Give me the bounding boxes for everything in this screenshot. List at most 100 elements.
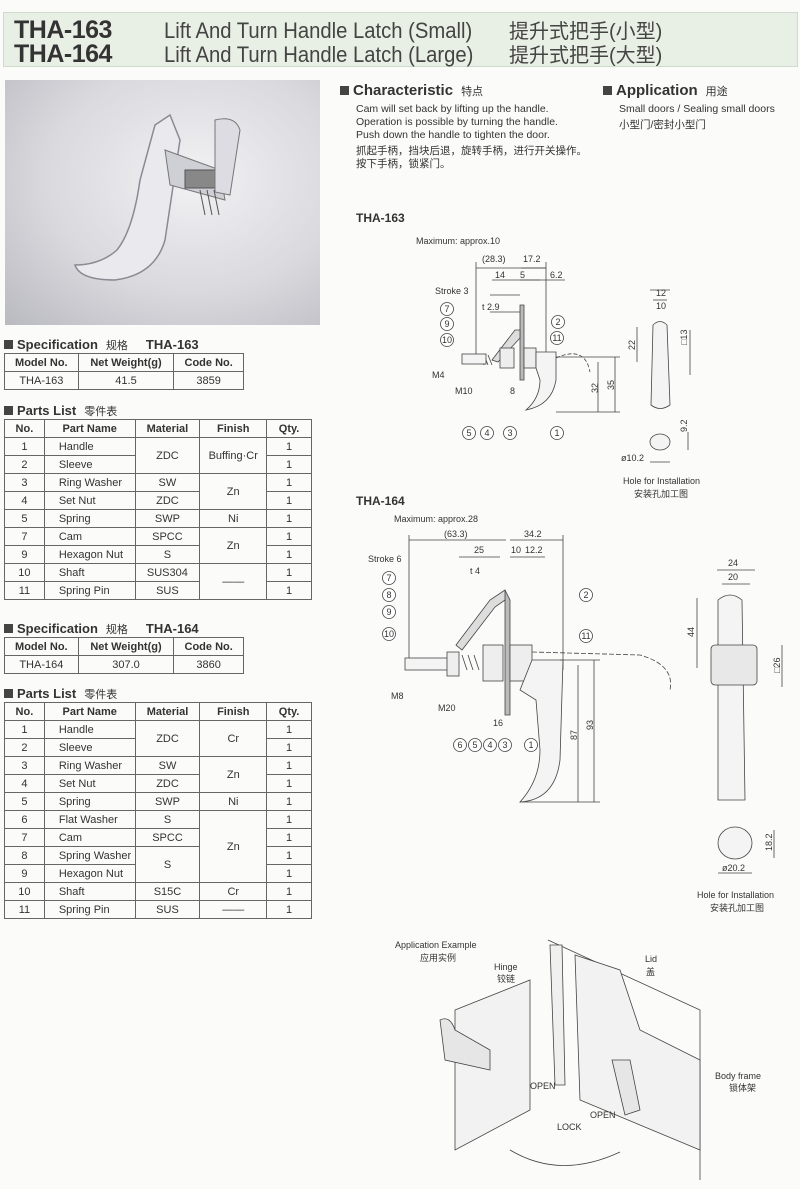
hinge-label-cn: 铰链 bbox=[497, 973, 515, 984]
model-code: THA-163 bbox=[14, 16, 112, 44]
characteristic-text: Cam will set back by lifting up the hand… bbox=[356, 103, 587, 171]
drawing-tha-164: THA-164 Maximum: approx.28 (63.3) 34.2 2… bbox=[356, 494, 783, 913]
qty: 1 bbox=[266, 455, 312, 474]
product-name: Lift And Turn Handle Latch (Large) bbox=[164, 42, 474, 67]
dim: 25 bbox=[474, 545, 484, 555]
heading-text: Parts List bbox=[17, 686, 77, 701]
balloon-number: 11 bbox=[552, 333, 561, 343]
cell: 3860 bbox=[173, 655, 244, 674]
balloon-number: 11 bbox=[581, 631, 590, 641]
dim: □26 bbox=[772, 658, 782, 673]
balloon-number: 1 bbox=[528, 740, 533, 750]
balloon-circle bbox=[480, 426, 494, 440]
heading-text: Specification bbox=[17, 337, 98, 352]
hole-label-cn: 安装孔加工图 bbox=[710, 902, 764, 913]
heading-cn: 特点 bbox=[461, 86, 484, 98]
dim: M20 bbox=[438, 703, 456, 713]
part-name: Cam bbox=[43, 527, 136, 546]
material: ZDC bbox=[134, 720, 201, 757]
dim: □13 bbox=[679, 330, 689, 345]
material: SW bbox=[134, 473, 201, 492]
dim: M4 bbox=[432, 370, 445, 380]
line: Cam will set back by lifting up the hand… bbox=[356, 103, 549, 115]
column-header: Part Name bbox=[43, 419, 136, 438]
model-code: THA-164 bbox=[14, 40, 112, 68]
heading-model: THA-164 bbox=[145, 621, 199, 636]
title-banner: THA-163 Lift And Turn Handle Latch (Smal… bbox=[3, 12, 798, 69]
balloon-circle bbox=[440, 317, 454, 331]
cell: THA-163 bbox=[4, 371, 79, 390]
balloon-circle bbox=[524, 738, 538, 752]
dim: 8 bbox=[510, 386, 515, 396]
qty: 1 bbox=[266, 581, 312, 600]
balloon-circle bbox=[579, 588, 593, 602]
line: Push down the handle to tighten the door… bbox=[356, 129, 550, 141]
heading-text: Parts List bbox=[17, 403, 77, 418]
dim: 24 bbox=[728, 558, 738, 568]
product-name-cn: 提升式把手(大型) bbox=[509, 45, 663, 67]
body-frame-label-cn: 锁体架 bbox=[729, 1082, 756, 1093]
drawing-title: THA-163 bbox=[356, 211, 405, 225]
cell: THA-164 bbox=[4, 655, 79, 674]
balloon-number: 10 bbox=[442, 335, 452, 345]
dim: 18.2 bbox=[764, 833, 774, 851]
balloon-number: 2 bbox=[555, 317, 560, 327]
balloon-number: 10 bbox=[384, 629, 394, 639]
heading-model: THA-163 bbox=[145, 337, 199, 352]
material: ZDC bbox=[134, 774, 201, 793]
dim-stroke: Stroke 6 bbox=[368, 554, 402, 564]
dim: t 4 bbox=[470, 566, 480, 576]
open-label: OPEN bbox=[590, 1110, 616, 1120]
example-title-cn: 应用实例 bbox=[420, 952, 456, 963]
finish: Zn bbox=[199, 810, 268, 883]
part-name: Ring Washer bbox=[43, 756, 136, 775]
material: SUS bbox=[134, 900, 201, 919]
dim: 32 bbox=[590, 383, 600, 393]
balloon-number: 2 bbox=[583, 590, 588, 600]
balloon-circle bbox=[503, 426, 517, 440]
hole-label: Hole for Installation bbox=[623, 476, 700, 486]
title-row-164: THA-164 Lift And Turn Handle Latch (Larg… bbox=[14, 39, 662, 69]
dim: 93 bbox=[585, 720, 595, 730]
balloon-number: 4 bbox=[484, 428, 489, 438]
line: Operation is possible by turning the han… bbox=[356, 116, 558, 128]
balloon-number: 6 bbox=[457, 740, 462, 750]
balloon-number: 4 bbox=[487, 740, 492, 750]
part-name: Handle bbox=[43, 720, 136, 739]
balloon-number: 7 bbox=[444, 304, 449, 314]
application-text: Small doors / Sealing small doors 小型门/密封… bbox=[619, 103, 775, 132]
dim: M8 bbox=[391, 691, 404, 701]
product-photo bbox=[5, 80, 320, 325]
finish: —— bbox=[199, 900, 268, 919]
dim: (28.3) bbox=[482, 254, 506, 264]
heading-cn: 零件表 bbox=[84, 406, 118, 418]
balloon-circle bbox=[440, 333, 454, 347]
line-cn: 抓起手柄，挡块后退，旋转手柄，进行开关操作。 bbox=[356, 145, 587, 157]
line-cn: 按下手柄，锁紧门。 bbox=[356, 158, 451, 170]
balloon-circle bbox=[550, 331, 564, 345]
part-name: Shaft bbox=[43, 563, 136, 582]
drawing-title: THA-164 bbox=[356, 494, 405, 508]
title-row-163: THA-163 Lift And Turn Handle Latch (Smal… bbox=[14, 15, 662, 45]
dim: 10 bbox=[656, 301, 666, 311]
dim: 16 bbox=[493, 718, 503, 728]
part-name: Shaft bbox=[43, 882, 136, 901]
dim: 12.2 bbox=[525, 545, 543, 555]
balloon-circle bbox=[382, 571, 396, 585]
cell: 41.5 bbox=[77, 371, 175, 390]
balloon-circle bbox=[382, 588, 396, 602]
column-header: Material bbox=[134, 419, 201, 438]
dim: 44 bbox=[686, 627, 696, 637]
balloon-number: 1 bbox=[554, 428, 559, 438]
